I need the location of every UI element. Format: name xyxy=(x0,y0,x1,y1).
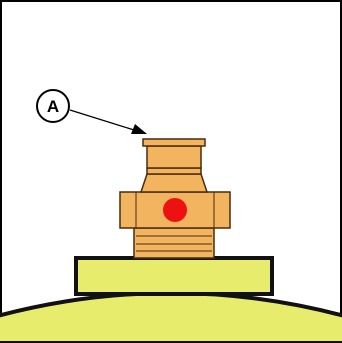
mounting-block xyxy=(74,256,274,296)
lower-body xyxy=(133,227,215,259)
callout-leader-line xyxy=(69,109,135,131)
neck-ring xyxy=(146,167,202,175)
neck xyxy=(146,145,202,169)
callout-circle xyxy=(36,89,70,123)
top-cap xyxy=(142,138,206,147)
callout-arrowhead xyxy=(131,124,147,134)
indicator-dot xyxy=(163,198,187,222)
shoulder xyxy=(139,173,209,193)
callout-label: A xyxy=(47,97,59,116)
